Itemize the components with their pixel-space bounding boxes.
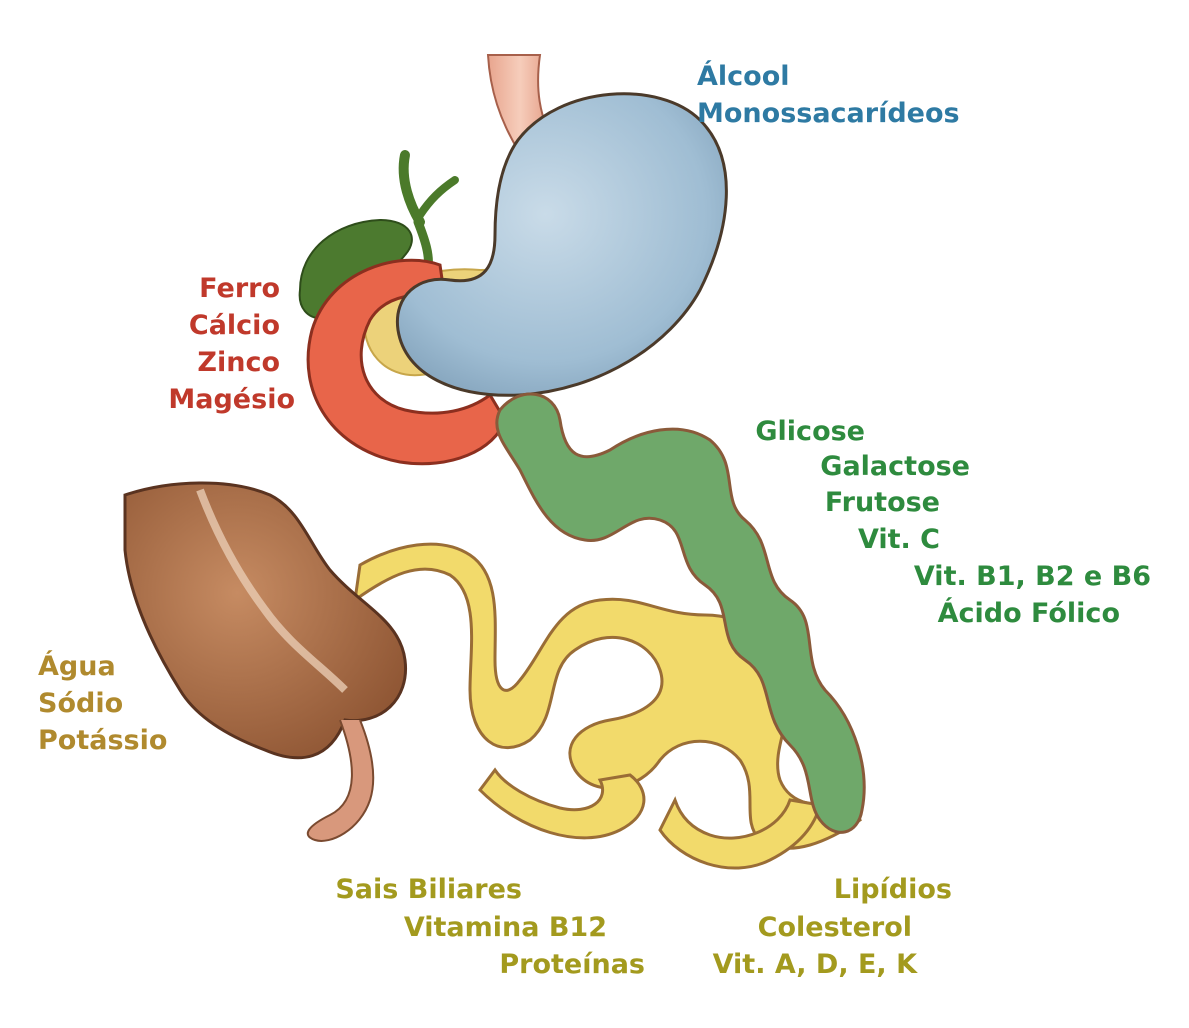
- label-frutose: Frutose: [825, 487, 940, 518]
- stomach: [397, 94, 726, 396]
- label-glicose: Glicose: [755, 416, 865, 447]
- label-vit-c: Vit. C: [858, 524, 940, 555]
- label-monossacarideos: Monossacarídeos: [697, 98, 960, 129]
- colon: [125, 483, 406, 841]
- label-galactose: Galactose: [820, 451, 970, 482]
- label-vitamina-b12: Vitamina B12: [404, 912, 607, 943]
- label-sais-biliares: Sais Biliares: [335, 874, 522, 905]
- label-lipidios: Lipídios: [834, 874, 952, 905]
- label-sodio: Sódio: [38, 688, 123, 719]
- label-ferro: Ferro: [199, 273, 280, 304]
- label-vit-adek: Vit. A, D, E, K: [713, 949, 918, 980]
- label-magesio: Magésio: [168, 384, 295, 415]
- label-alcool: Álcool: [697, 60, 790, 92]
- label-agua: Água: [38, 650, 116, 682]
- label-vit-b: Vit. B1, B2 e B6: [914, 561, 1151, 592]
- label-calcio: Cálcio: [189, 310, 280, 341]
- label-proteinas: Proteínas: [499, 949, 645, 980]
- label-acido-folico: Ácido Fólico: [938, 597, 1120, 629]
- label-colesterol: Colesterol: [758, 912, 912, 943]
- label-potassio: Potássio: [38, 725, 167, 756]
- label-zinco: Zinco: [197, 347, 280, 378]
